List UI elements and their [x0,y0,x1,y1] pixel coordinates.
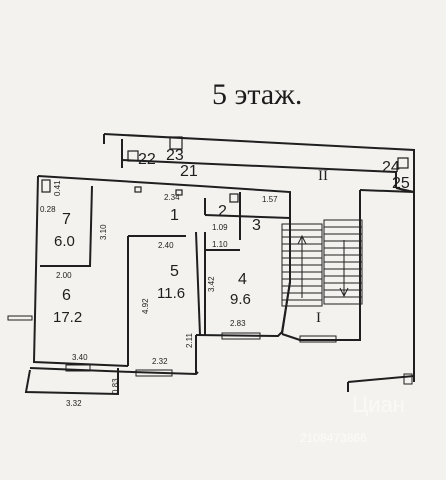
fixtures [41,136,409,203]
balcony-number-24: 24 [382,159,400,176]
room-5-number: 5 [170,263,179,280]
dimension-label: 2.32 [152,357,168,366]
dimension-label: 1.10 [212,240,228,249]
room-7-number: 7 [62,211,71,228]
balcony-number-22: 22 [138,151,156,168]
windows [7,315,413,385]
room-4-number: 4 [238,271,247,288]
dimension-label: 3.40 [72,353,88,362]
dimension-label: 0.83 [111,378,120,394]
room-7-area: 6.0 [54,233,75,250]
room-5-area: 11.6 [157,285,185,302]
dimension-label: 4.92 [141,298,150,314]
zone-I-label: I [316,310,321,326]
dimension-label: 3.32 [66,399,82,408]
room-4-area: 9.6 [230,291,251,308]
staircase [281,219,363,307]
room-3-number: 3 [252,217,261,234]
balcony-number-23: 23 [166,147,184,164]
dimension-label: 2.40 [158,241,174,250]
zone-II-label: II [318,168,328,184]
watermark-id: 2108473866 [300,431,367,445]
floor-title: 5 этаж. [212,78,302,111]
room-6-number: 6 [62,287,71,304]
walls [24,133,415,396]
dimension-label: 2.00 [56,271,72,280]
dimension-label: 0.41 [53,180,62,196]
dimension-label: 3.42 [207,276,216,292]
dimension-label: 3.10 [99,224,108,240]
balcony-number-25: 25 [392,175,410,192]
balcony-number-21: 21 [180,163,198,180]
dimension-label: 1.09 [212,223,228,232]
dimension-label: 2.83 [230,319,246,328]
dimension-label: 1.57 [262,195,278,204]
dimension-label: 2.34 [164,193,180,202]
room-2-number: 2 [218,203,227,220]
room-1-number: 1 [170,207,179,224]
watermark-brand: Циан [352,392,405,417]
dimension-label: 0.28 [40,205,56,214]
room-6-area: 17.2 [53,309,82,326]
dimension-label: 2.11 [185,332,194,348]
